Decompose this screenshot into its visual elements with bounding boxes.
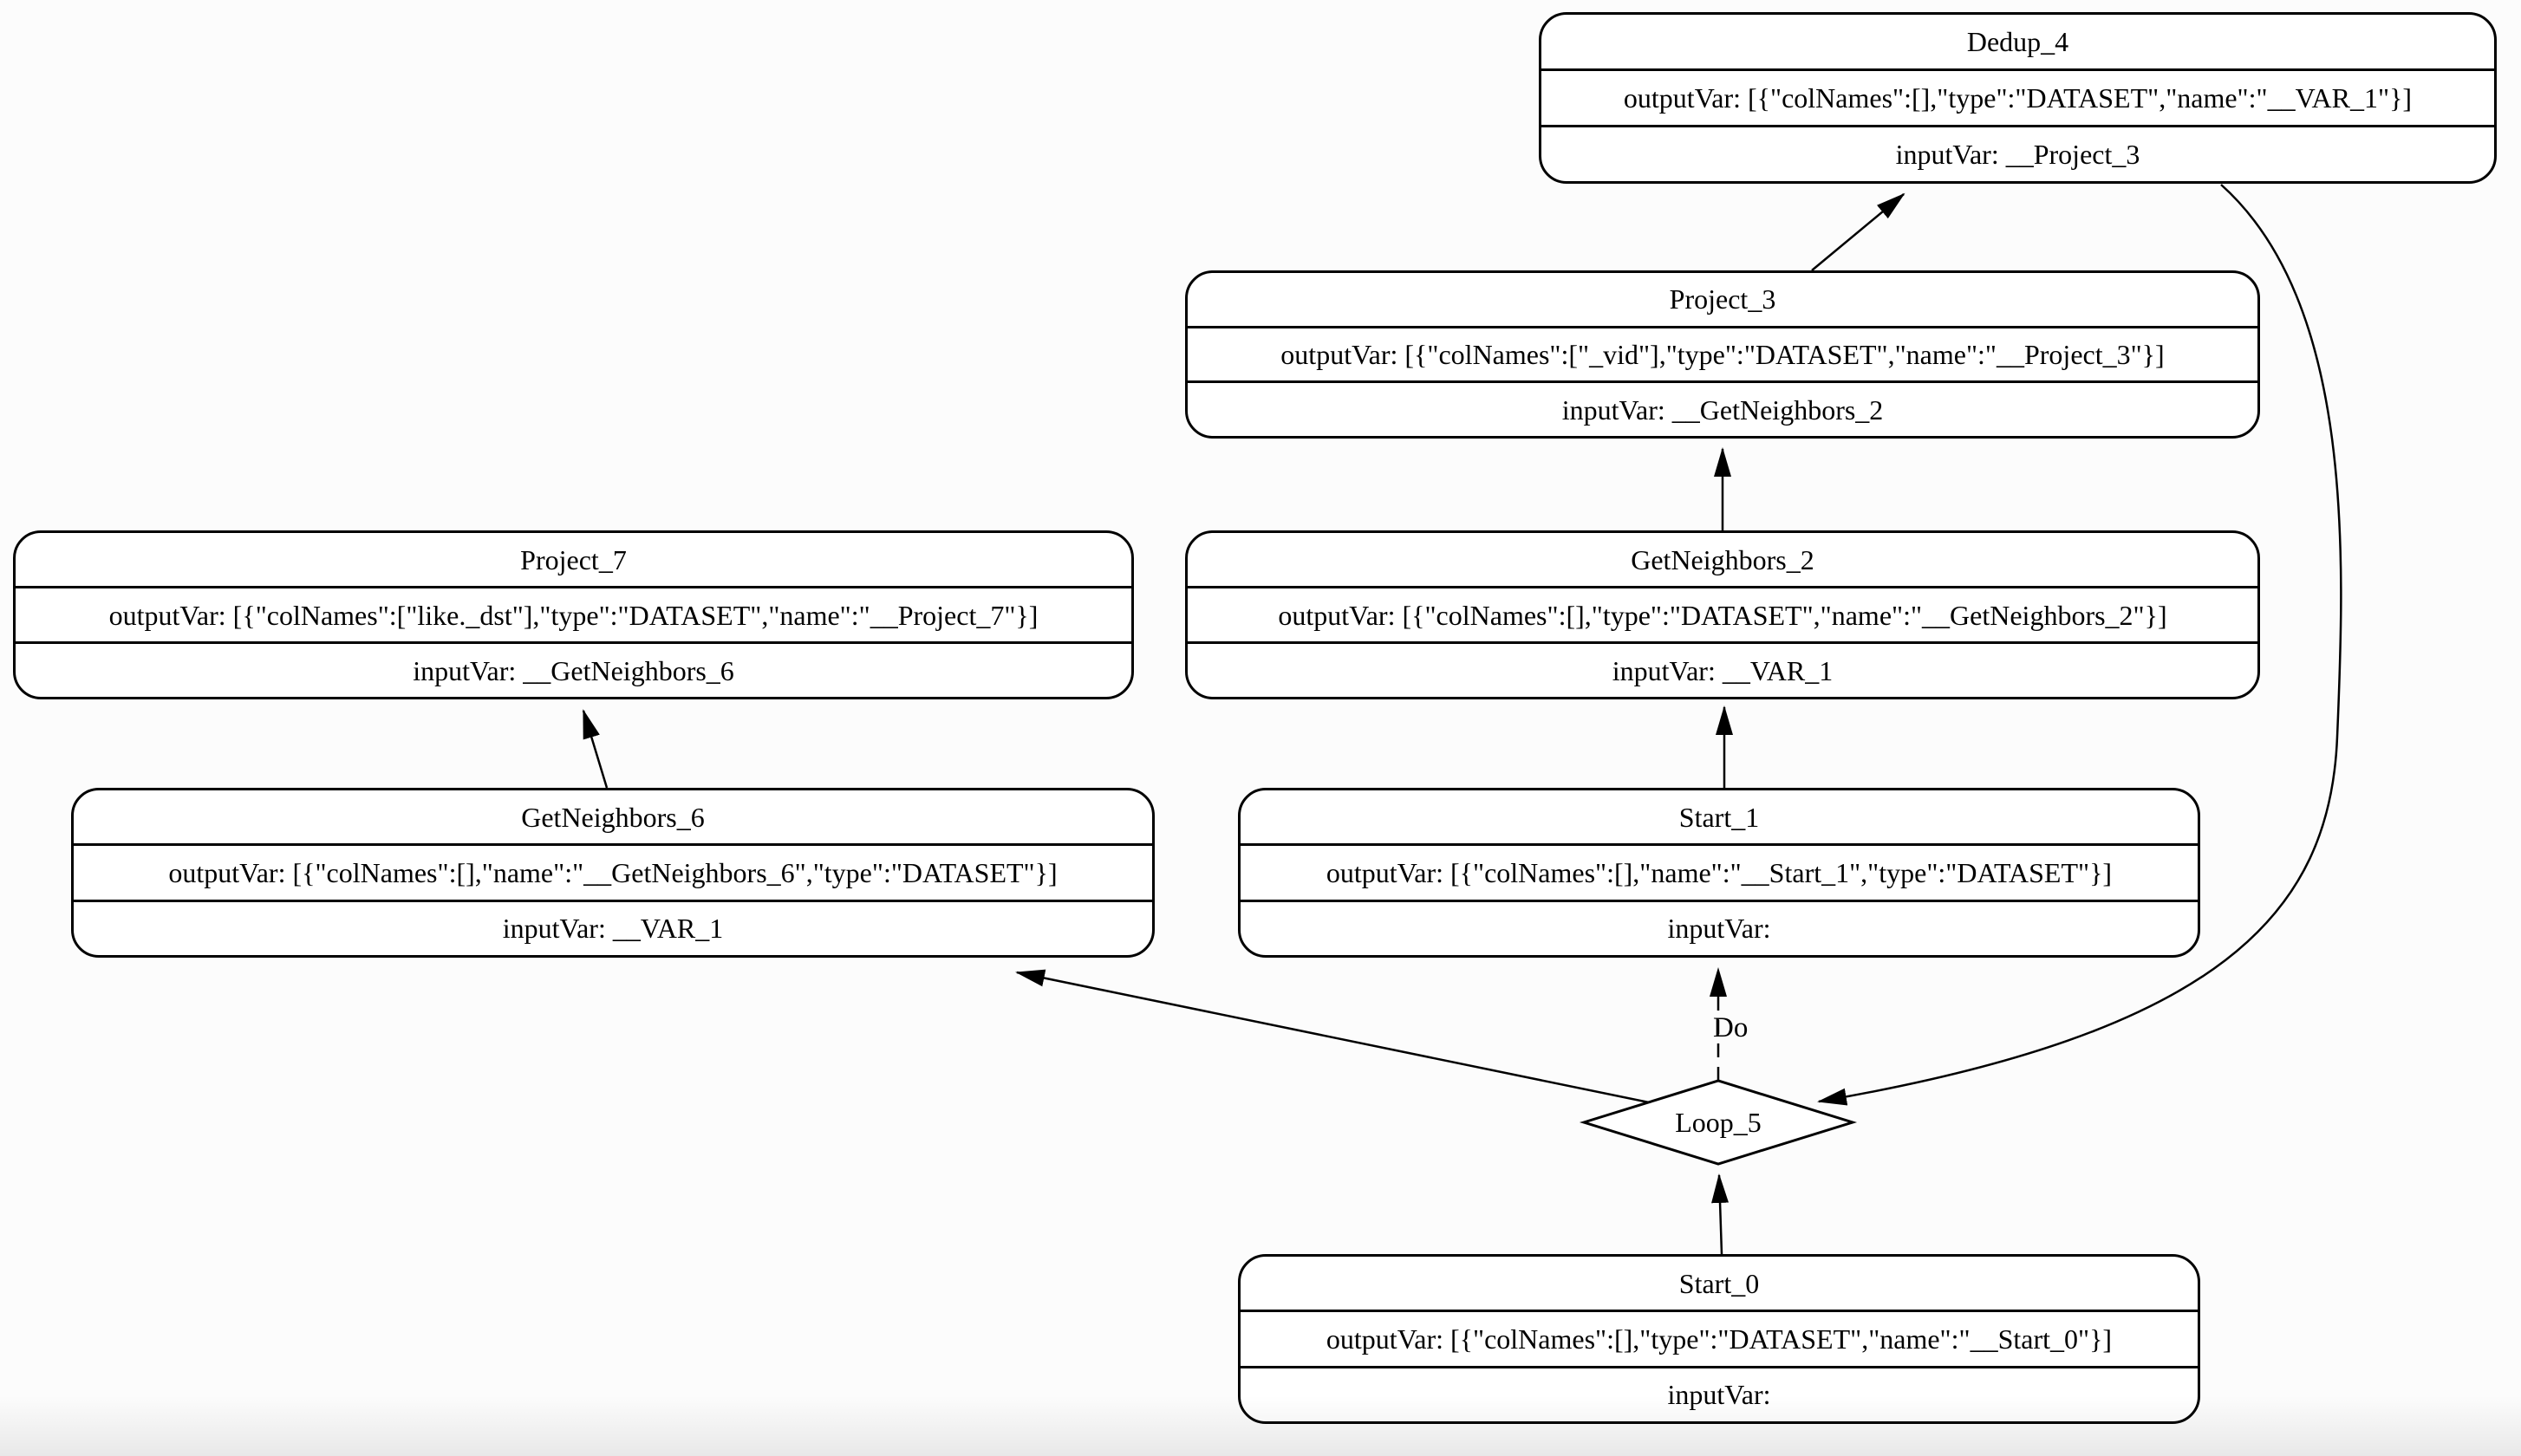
node-output-var: outputVar: [{"colNames":[],"name":"__Sta… [1241,843,2198,899]
node-input-var: inputVar: __GetNeighbors_6 [16,641,1131,697]
edge-loop5-getneighbors6 [1015,969,1650,1104]
node-output-var: outputVar: [{"colNames":[],"type":"DATAS… [1188,586,2257,641]
edge-getneighbors6-project7 [582,709,609,789]
edge-project3-dedup4 [1811,192,1905,271]
node-input-var: inputVar: __VAR_1 [74,899,1152,955]
node-title: Project_7 [520,543,627,575]
edge-start0-loop5 [1711,1173,1730,1255]
node-output-var: outputVar: [{"colNames":[],"type":"DATAS… [1541,68,2494,125]
edge-label-do: Do [1713,1012,1748,1043]
node-output-var: outputVar: [{"colNames":["like._dst"],"t… [16,586,1131,641]
node-title: Project_3 [1669,283,1776,315]
node-output-var: outputVar: [{"colNames":["_vid"],"type":… [1188,325,2257,381]
loop5-diamond-shape [1579,1079,1858,1166]
node-title: GetNeighbors_2 [1631,543,1814,575]
node-input-var: inputVar: [1241,1365,2198,1421]
node-input-var: inputVar: __Project_3 [1541,125,2494,181]
node-project-3: Project_3 outputVar: [{"colNames":["_vid… [1185,270,2260,439]
node-title: Start_1 [1678,801,1760,833]
node-input-var: inputVar: __VAR_1 [1188,641,2257,697]
node-get-neighbors-6: GetNeighbors_6 outputVar: [{"colNames":[… [71,788,1155,958]
node-input-var: inputVar: [1241,899,2198,955]
node-get-neighbors-2: GetNeighbors_2 outputVar: [{"colNames":[… [1185,530,2260,699]
edge-dedup4-loop5 [1817,184,2342,1106]
node-title: Start_0 [1678,1267,1760,1299]
node-start-1: Start_1 outputVar: [{"colNames":[],"name… [1238,788,2200,958]
node-title: GetNeighbors_6 [521,801,705,833]
node-dedup-4: Dedup_4 outputVar: [{"colNames":[],"type… [1539,12,2497,184]
node-output-var: outputVar: [{"colNames":[],"type":"DATAS… [1241,1310,2198,1365]
node-project-7: Project_7 outputVar: [{"colNames":["like… [13,530,1134,699]
node-output-var: outputVar: [{"colNames":[],"name":"__Get… [74,843,1152,899]
node-start-0: Start_0 outputVar: [{"colNames":[],"type… [1238,1254,2200,1424]
node-input-var: inputVar: __GetNeighbors_2 [1188,380,2257,436]
node-title: Dedup_4 [1966,26,2069,57]
node-loop-5-label: Loop_5 [1675,1107,1762,1138]
